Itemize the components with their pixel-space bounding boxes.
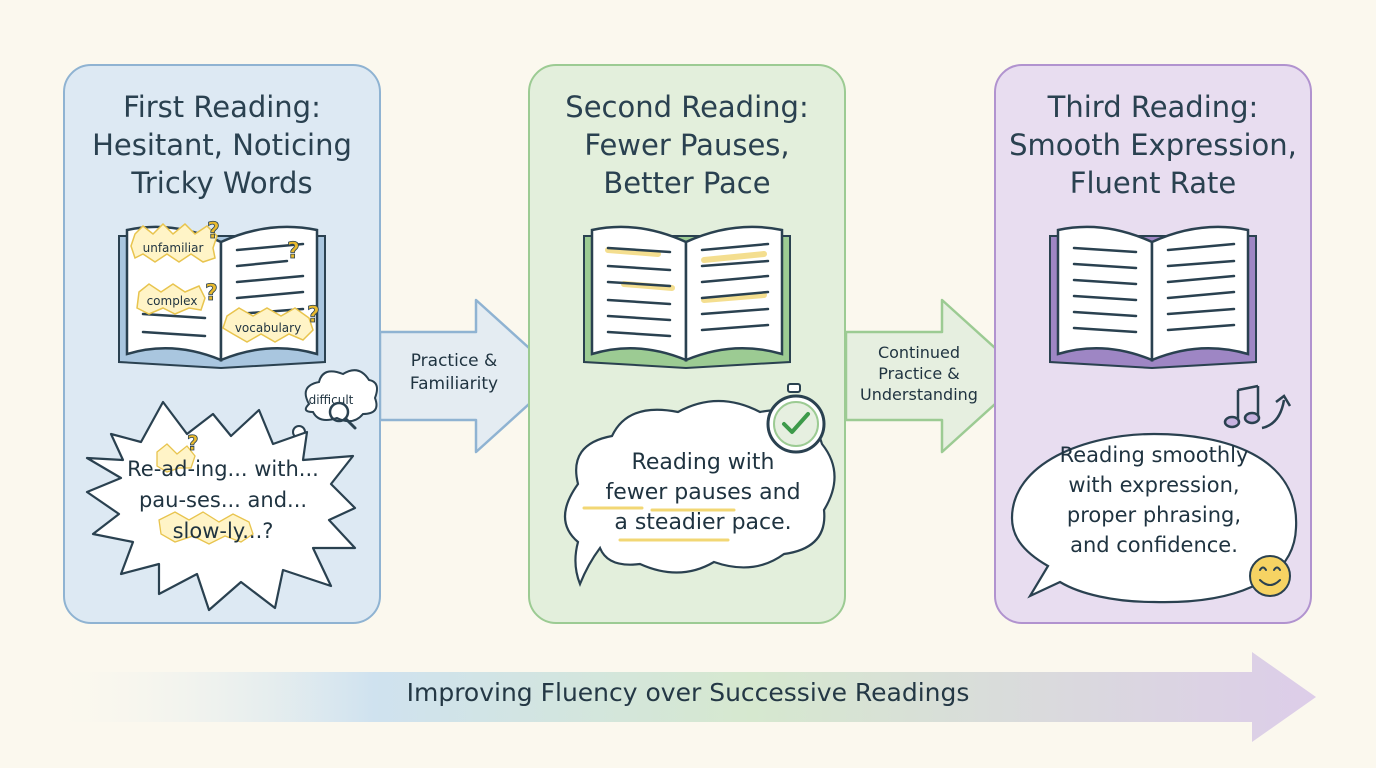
stage-title: Second Reading: Fewer Pauses, Better Pac… bbox=[565, 90, 809, 200]
magnifier-icon bbox=[328, 401, 356, 429]
speech-text: Reading smoothly with expression, proper… bbox=[1059, 443, 1249, 557]
footer-label: Improving Fluency over Successive Readin… bbox=[406, 678, 970, 707]
connector-label-1: Practice & Familiarity bbox=[409, 351, 499, 394]
music-note-icon bbox=[1223, 384, 1291, 429]
stopwatch-icon bbox=[766, 382, 825, 453]
speech-bubble-spiky bbox=[85, 400, 356, 611]
connector-arrow-1 bbox=[378, 298, 562, 454]
stage-first-reading: First Reading: Hesitant, Noticing Tricky… bbox=[63, 64, 381, 624]
stage-title: First Reading: Hesitant, Noticing Tricky… bbox=[92, 90, 352, 200]
tag-vocabulary: vocabulary bbox=[234, 321, 300, 335]
stage-second-reading: Second Reading: Fewer Pauses, Better Pac… bbox=[528, 64, 846, 624]
connector-arrow-2 bbox=[844, 298, 1028, 454]
checkmark-icon bbox=[781, 411, 810, 434]
thought-bubble: difficult bbox=[283, 368, 378, 451]
stage-third-reading: Third Reading: Smooth Expression, Fluent… bbox=[994, 64, 1312, 624]
tag-complex: complex bbox=[146, 294, 197, 308]
tag-unfamiliar: unfamiliar bbox=[142, 241, 203, 255]
book-icon bbox=[563, 225, 836, 587]
book-icon: unfamiliar complex vocabulary ? ? ? ? di… bbox=[85, 218, 378, 611]
question-mark-icon: ? bbox=[187, 431, 199, 455]
speech-text: Re-ad-ing... with... pau-ses... and... s… bbox=[127, 457, 319, 543]
smiley-icon bbox=[1248, 554, 1291, 597]
speech-bubble-oval bbox=[1010, 432, 1297, 603]
speech-text: Reading with fewer pauses and a steadier… bbox=[605, 450, 801, 535]
connector-label-2: Continued Practice & Understanding bbox=[860, 343, 978, 404]
question-mark-icon: ? bbox=[307, 303, 320, 328]
book-icon bbox=[1010, 225, 1297, 603]
speech-bubble-cloud bbox=[563, 399, 836, 587]
question-mark-icon: ? bbox=[207, 219, 220, 244]
stage-title: Third Reading: Smooth Expression, Fluent… bbox=[1009, 90, 1297, 200]
question-mark-icon: ? bbox=[205, 281, 218, 306]
thought-word: difficult bbox=[308, 393, 353, 407]
question-mark-icon: ? bbox=[287, 239, 300, 264]
